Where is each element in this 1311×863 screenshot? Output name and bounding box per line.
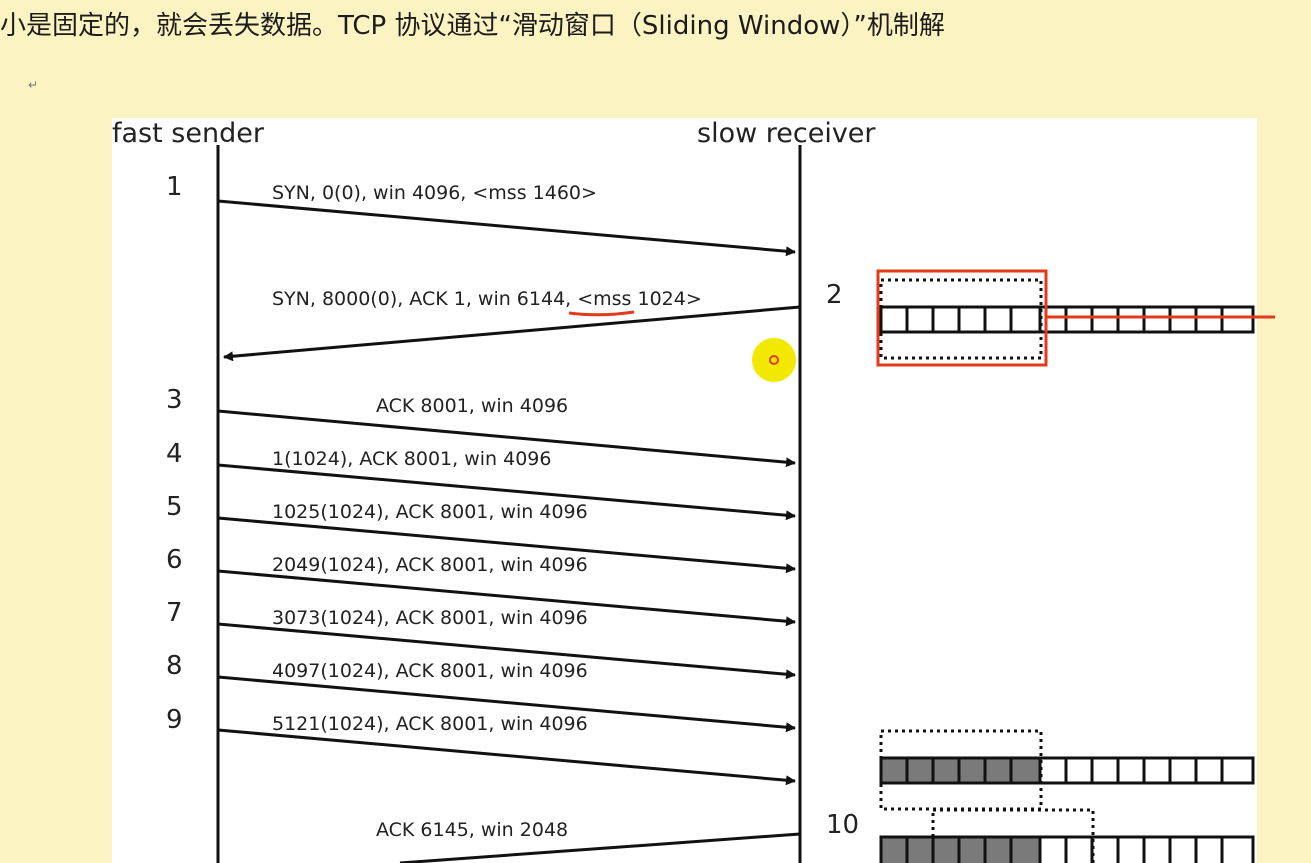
arrow-7 xyxy=(217,622,796,680)
arrow-6 xyxy=(217,569,796,627)
message-label-10: ACK 6145, win 2048 xyxy=(376,819,569,841)
arrow-3 xyxy=(217,409,796,468)
step-number-10: 10 xyxy=(826,810,860,840)
pointer-cursor xyxy=(752,338,796,382)
message-label-1: SYN, 0(0), win 4096, <mss 1460> xyxy=(272,182,597,204)
step-number-5: 5 xyxy=(166,492,183,522)
arrow-8 xyxy=(217,675,796,733)
underline-6144 xyxy=(568,310,635,317)
message-label-9: 5121(1024), ACK 8001, win 4096 xyxy=(272,713,588,735)
sender-label: fast sender xyxy=(112,118,264,149)
step-number-1: 1 xyxy=(166,172,183,202)
step-number-9: 9 xyxy=(166,705,183,735)
step-number-3: 3 xyxy=(166,385,183,415)
step-number-7: 7 xyxy=(166,598,183,628)
receiver-label: slow receiver xyxy=(697,118,876,149)
message-label-4: 1(1024), ACK 8001, win 4096 xyxy=(272,448,552,470)
message-label-5: 1025(1024), ACK 8001, win 4096 xyxy=(272,501,588,523)
message-label-7: 3073(1024), ACK 8001, win 4096 xyxy=(272,607,588,629)
header-text-line: 小是固定的，就会丢失数据。TCP 协议通过“滑动窗口（Sliding Windo… xyxy=(0,11,945,41)
step-number-2: 2 xyxy=(826,280,843,310)
buffer-window-step10 xyxy=(879,808,1255,863)
message-label-2: SYN, 8000(0), ACK 1, win 6144, <mss 1024… xyxy=(272,288,702,310)
buffer-window-step9 xyxy=(879,729,1255,811)
arrow-10 xyxy=(399,832,801,863)
arrow-4 xyxy=(217,463,796,521)
buffer-window-step2 xyxy=(876,269,1275,367)
step-number-4: 4 xyxy=(166,439,183,469)
paragraph-mark: ↵ xyxy=(28,78,39,92)
arrow-2 xyxy=(223,305,801,362)
arrow-1 xyxy=(217,199,796,257)
step-number-8: 8 xyxy=(166,651,183,681)
step-number-6: 6 xyxy=(166,545,183,575)
message-label-8: 4097(1024), ACK 8001, win 4096 xyxy=(272,660,588,682)
arrow-5 xyxy=(217,516,796,574)
message-label-6: 2049(1024), ACK 8001, win 4096 xyxy=(272,554,588,576)
message-label-3: ACK 8001, win 4096 xyxy=(376,395,569,417)
arrow-9 xyxy=(217,728,796,786)
